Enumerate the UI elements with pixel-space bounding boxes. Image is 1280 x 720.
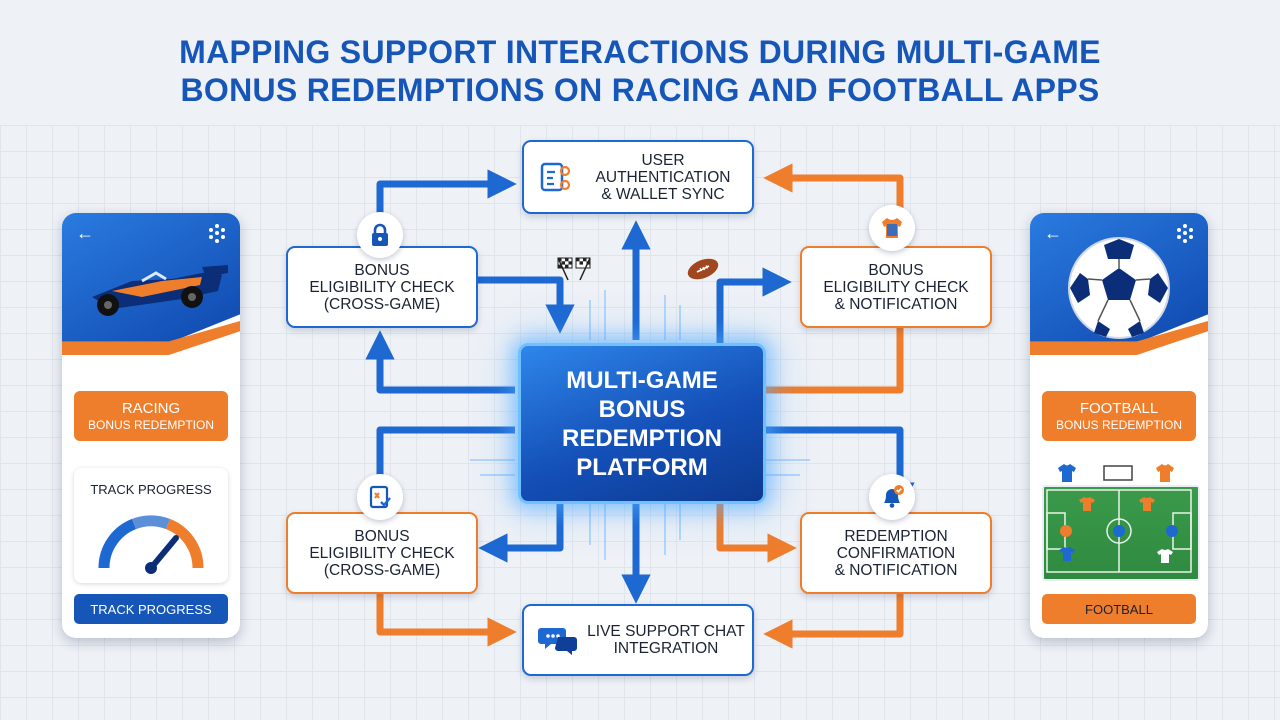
shirt-badge — [869, 205, 915, 251]
title-line-1: MAPPING SUPPORT INTERACTIONS DURING MULT… — [179, 34, 1101, 70]
lock-icon — [372, 223, 388, 246]
node-redemption-confirmation: REDEMPTION CONFIRMATION & NOTIFICATION — [800, 512, 992, 594]
node-bonus-eligibility-right-top: BONUS ELIGIBILITY CHECK & NOTIFICATION — [800, 246, 992, 328]
racing-pill-title: RACING — [121, 399, 181, 417]
bell-badge — [869, 474, 915, 520]
circuit-lines — [470, 290, 810, 560]
checkered-flags-icon — [557, 257, 591, 281]
node-left-bottom-label: BONUS ELIGIBILITY CHECK (CROSS-GAME) — [309, 527, 455, 579]
node-bonus-eligibility-left-bottom: BONUS ELIGIBILITY CHECK (CROSS-GAME) — [286, 512, 478, 594]
racing-bonus-pill[interactable]: RACING BONUS REDEMPTION — [74, 391, 228, 441]
arrow-left-top-to-center — [474, 276, 575, 334]
football-pill-title: FOOTBALL — [1079, 399, 1159, 417]
arrow-right-bottom-to-chat — [763, 590, 904, 649]
menu-dots-icon[interactable] — [1174, 223, 1196, 245]
progress-card-label: TRACK PROGRESS — [90, 482, 212, 497]
chat-icon — [538, 628, 577, 655]
back-arrow-icon[interactable]: ← — [76, 223, 94, 243]
race-car-icon — [92, 265, 228, 316]
back-arrow-icon[interactable]: ← — [1044, 223, 1062, 243]
title-line-2: BONUS REDEMPTIONS ON RACING AND FOOTBALL… — [180, 72, 1100, 108]
track-progress-button[interactable]: TRACK PROGRESS — [74, 594, 228, 624]
node-auth-label: USER AUTHENTICATION & WALLET SYNC — [595, 151, 731, 203]
football-jerseys-top — [1058, 464, 1174, 482]
arrow-center-orange-right-bottom — [716, 500, 797, 563]
american-football-icon — [687, 258, 719, 280]
node-user-authentication: USER AUTHENTICATION & WALLET SYNC — [522, 140, 754, 214]
racing-app-phone: ← RACING BONUS REDEMPTION TRACK PROGRESS… — [62, 213, 240, 638]
checklist-icon — [369, 485, 391, 509]
soccer-ball-icon — [1068, 237, 1170, 339]
node-right-top-label: BONUS ELIGIBILITY CHECK & NOTIFICATION — [823, 261, 969, 313]
football-bonus-pill[interactable]: FOOTBALL BONUS REDEMPTION — [1042, 391, 1196, 441]
node-chat-label: LIVE SUPPORT CHAT INTEGRATION — [587, 623, 745, 657]
racing-pill-subtitle: BONUS REDEMPTION — [87, 417, 214, 432]
platform-center-label: MULTI-GAME BONUS REDEMPTION PLATFORM — [561, 366, 722, 481]
checklist-badge — [357, 474, 403, 520]
football-app-phone: ← FOOTBALL BONUS REDEMPTION — [1030, 213, 1208, 638]
football-bar-label: FOOTBALL — [1085, 601, 1153, 617]
node-right-bottom-label: REDEMPTION CONFIRMATION & NOTIFICATION — [834, 527, 958, 579]
arrow-center-down-left-bottom — [478, 500, 564, 563]
user-sync-icon — [540, 162, 571, 192]
platform-center-box: MULTI-GAME BONUS REDEMPTION PLATFORM — [518, 343, 766, 504]
node-live-support-chat: LIVE SUPPORT CHAT INTEGRATION — [522, 604, 754, 676]
node-bonus-eligibility-left-top: BONUS ELIGIBILITY CHECK (CROSS-GAME) — [286, 246, 478, 328]
football-field-lines — [1046, 489, 1192, 573]
page-title: MAPPING SUPPORT INTERACTIONS DURING MULT… — [0, 33, 1280, 109]
arrow-right-top-to-center — [765, 324, 904, 394]
arrow-left-bottom-to-chat — [376, 590, 517, 647]
football-pill-subtitle: BONUS REDEMPTION — [1055, 417, 1182, 432]
gauge-icon — [98, 515, 204, 574]
bell-icon — [884, 485, 904, 508]
menu-dots-icon[interactable] — [206, 223, 228, 245]
node-left-top-label: BONUS ELIGIBILITY CHECK (CROSS-GAME) — [309, 261, 455, 313]
football-field — [1042, 485, 1200, 581]
shirt-icon — [882, 218, 902, 238]
arrow-center-to-left-top — [365, 330, 515, 394]
track-progress-card: TRACK PROGRESS — [74, 468, 228, 583]
track-progress-button-label: TRACK PROGRESS — [90, 601, 212, 617]
football-bar[interactable]: FOOTBALL — [1042, 594, 1196, 624]
lock-badge — [357, 212, 403, 258]
